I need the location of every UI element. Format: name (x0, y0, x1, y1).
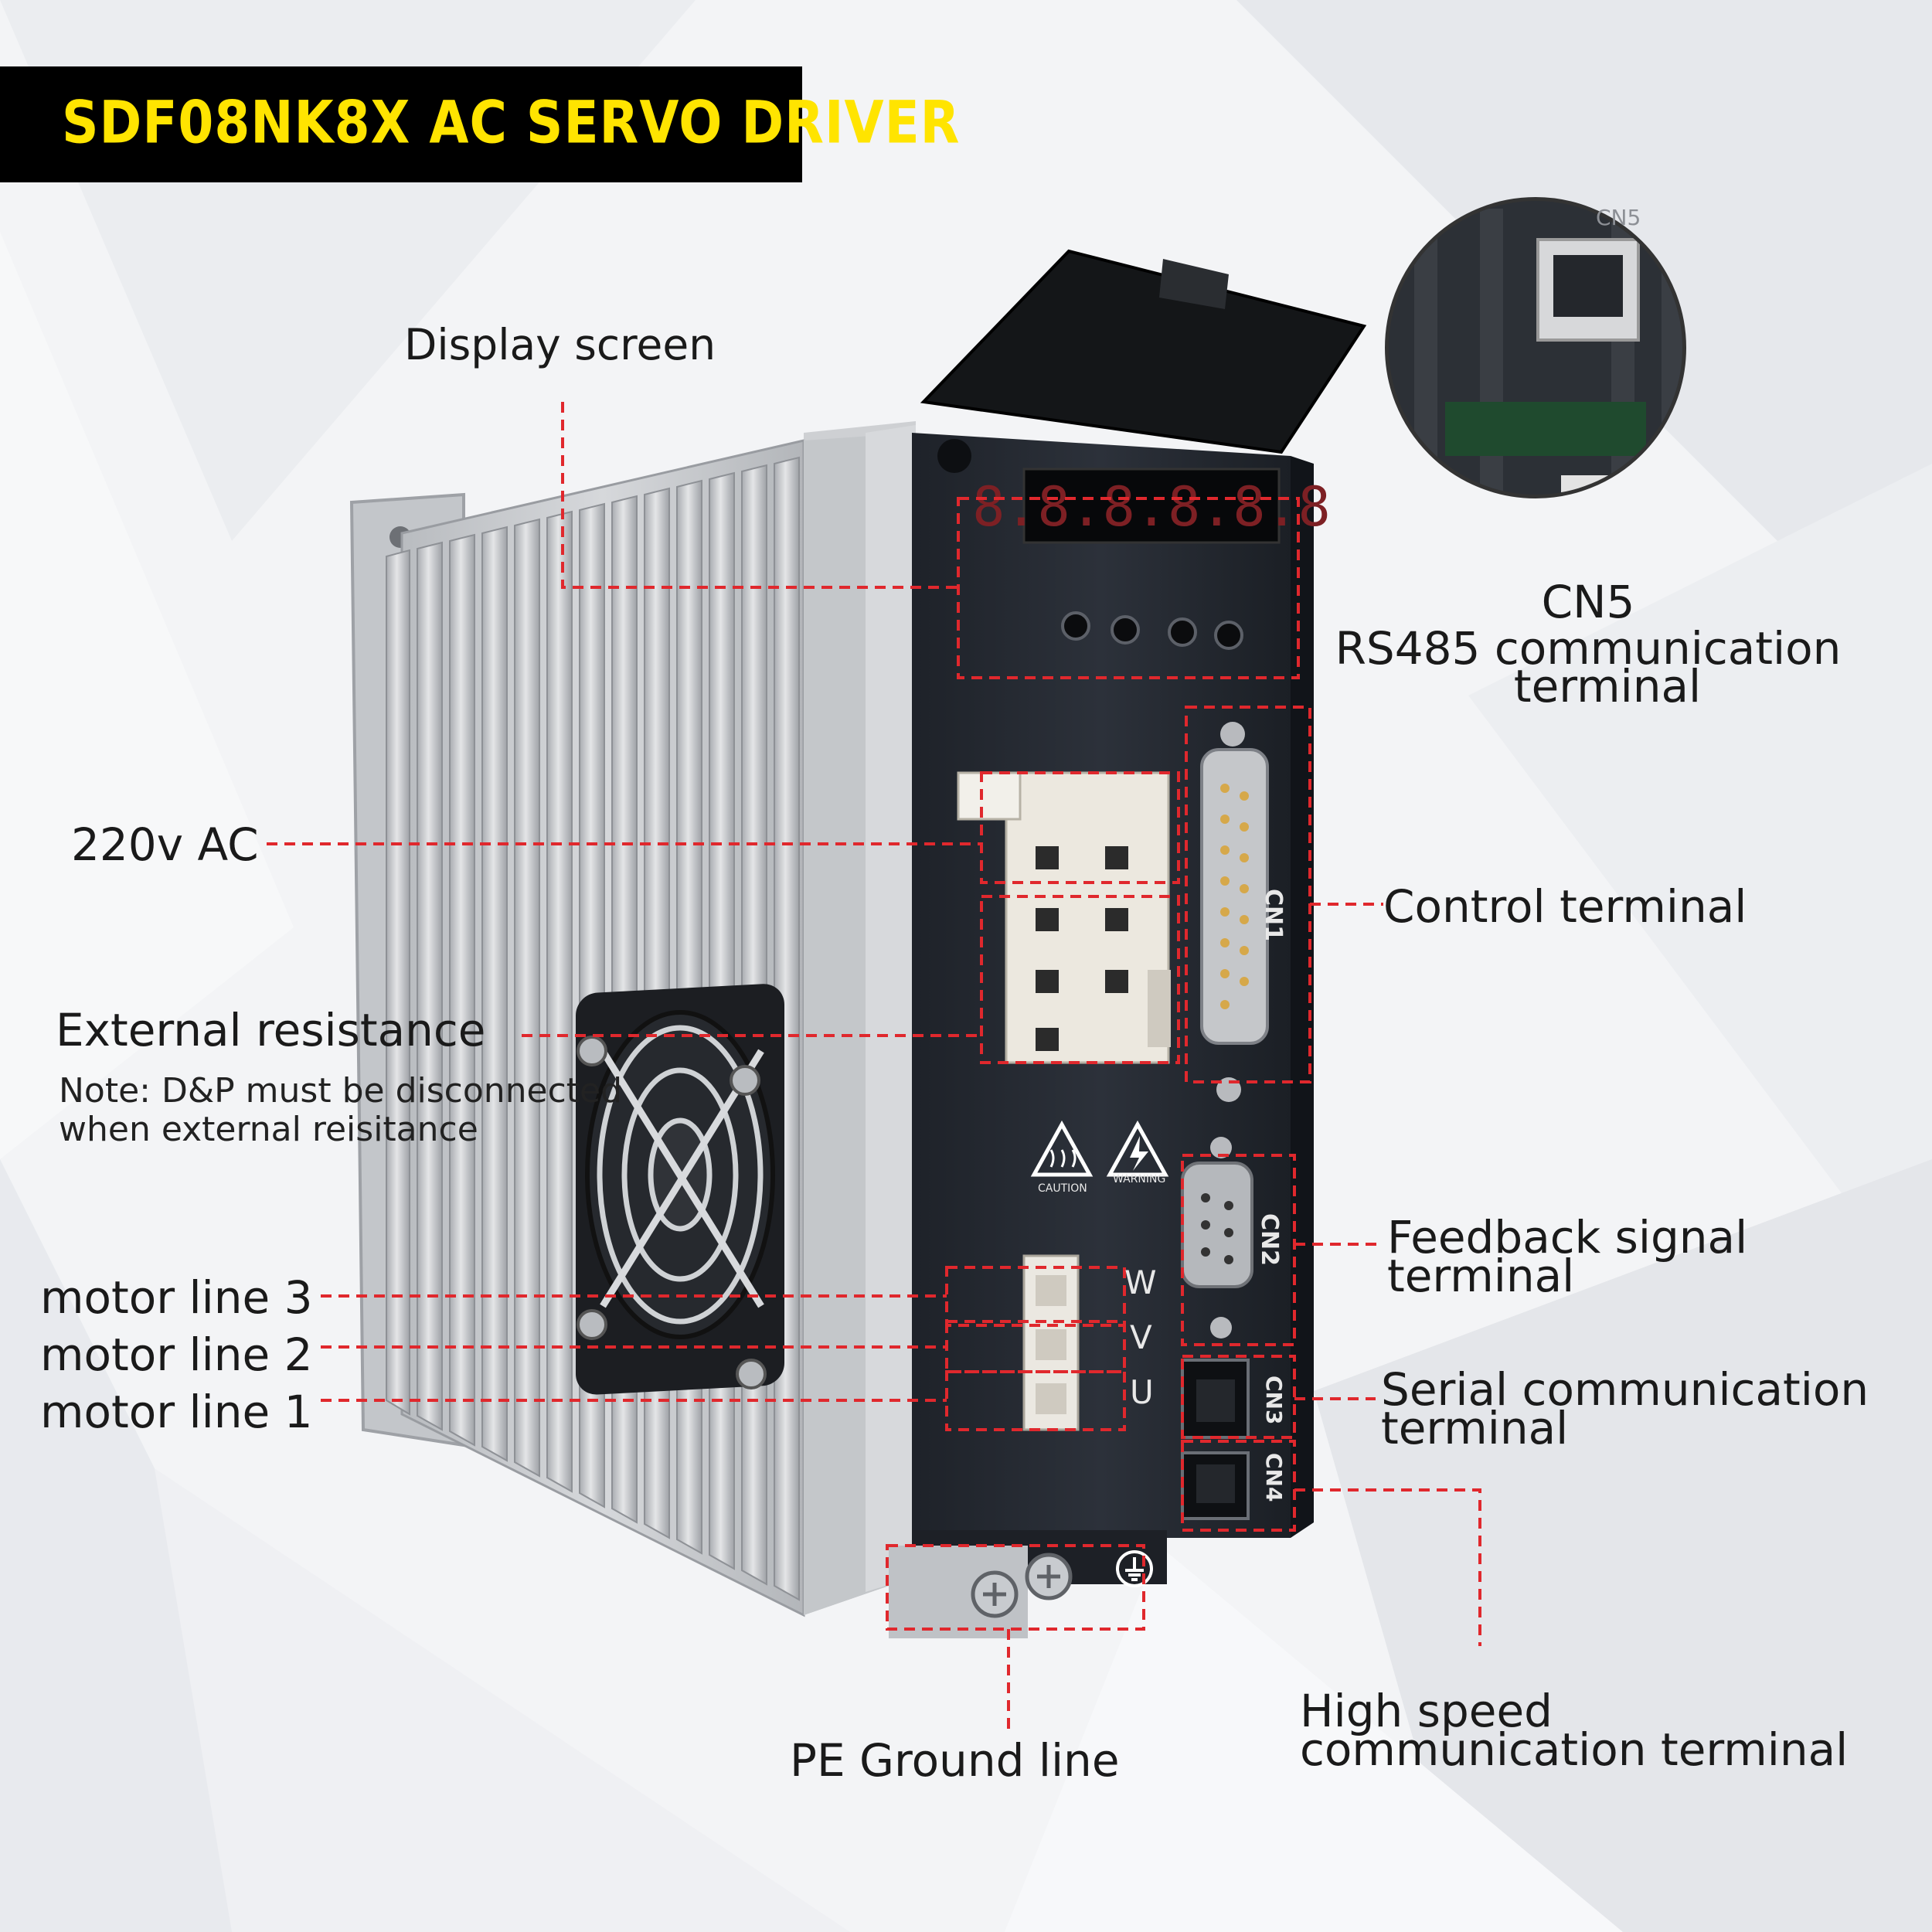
label-cn5-name: CN5 (1541, 576, 1635, 628)
title-banner: SDF08NK8X AC SERVO DRIVER (0, 66, 960, 182)
display-leader (561, 402, 958, 589)
power-callout-box (980, 771, 1180, 884)
label-high-speed-2: communication terminal (1300, 1723, 1849, 1776)
label-high-speed-1: High speed (1300, 1685, 1553, 1737)
u-silkscreen: U (1130, 1373, 1154, 1411)
label-cn5-desc-1: RS485 communication (1335, 622, 1842, 675)
label-pe-ground: PE Ground line (790, 1734, 1120, 1787)
label-feedback-2: terminal (1387, 1250, 1575, 1302)
hot-surface-icon (1030, 1120, 1094, 1177)
label-motor-line-2: motor line 2 (40, 1328, 313, 1381)
w-silkscreen: W (1124, 1264, 1157, 1301)
resistance-callout-box (980, 895, 1180, 1064)
cn1-callout-box (1185, 706, 1311, 1083)
cn3-silkscreen: CN3 (1261, 1376, 1287, 1425)
cn4-leader (1294, 1488, 1481, 1646)
power-terminal-block (957, 771, 1171, 1064)
page-title: SDF08NK8X AC SERVO DRIVER (62, 88, 961, 157)
label-note-1: Note: D&P must be disconnected (59, 1071, 623, 1111)
label-serial-1: Serial communication (1381, 1363, 1869, 1416)
cooling-fan (576, 984, 784, 1395)
cn1-silkscreen: CN1 (1260, 889, 1287, 941)
cn1-connector (1200, 722, 1269, 1102)
high-voltage-icon (1106, 1120, 1169, 1177)
caution-silkscreen: CAUTION (1038, 1182, 1087, 1195)
label-external-resistance: External resistance (56, 1004, 486, 1056)
ground-callout-box (886, 1544, 1145, 1631)
label-display-screen: Display screen (404, 320, 716, 369)
cn4-silkscreen: CN4 (1261, 1453, 1287, 1502)
motor-connector (1022, 1254, 1080, 1431)
label-power-input: 220v AC (71, 818, 259, 871)
label-control-terminal: Control terminal (1383, 880, 1747, 933)
label-feedback-1: Feedback signal (1387, 1211, 1748, 1264)
motor-line-1-box (945, 1370, 1126, 1431)
cn5-inset (1385, 197, 1686, 498)
cn3-connector (1181, 1359, 1250, 1439)
v-silkscreen: V (1130, 1318, 1152, 1356)
cn5-inset-silkscreen: CN5 (1596, 205, 1641, 230)
cn2-callout-box (1181, 1154, 1296, 1346)
motor-line-3-box (945, 1266, 1126, 1327)
callout-lines (267, 402, 1481, 1731)
display-callout-box (957, 497, 1300, 679)
warning-silkscreen: WARNING (1113, 1173, 1166, 1185)
cn4-callout-box (1181, 1440, 1296, 1532)
label-cn5-desc-2: terminal (1513, 660, 1702, 713)
display-cover (920, 249, 1367, 473)
label-note-2: when external reisitance (59, 1110, 478, 1149)
keypad (1061, 611, 1243, 650)
display-digits: 8.8.8.8.8.8 (972, 475, 1331, 539)
cn4-connector (1181, 1451, 1250, 1520)
label-motor-line-3: motor line 3 (40, 1271, 313, 1324)
cn2-silkscreen: CN2 (1256, 1213, 1283, 1266)
seven-segment-display: 8.8.8.8.8.8 (972, 468, 1331, 544)
label-serial-2: terminal (1381, 1402, 1569, 1454)
cn3-callout-box (1181, 1355, 1296, 1439)
ground-screws (971, 1553, 1073, 1618)
label-motor-line-1: motor line 1 (40, 1386, 313, 1438)
ground-symbol-icon (1116, 1550, 1153, 1587)
